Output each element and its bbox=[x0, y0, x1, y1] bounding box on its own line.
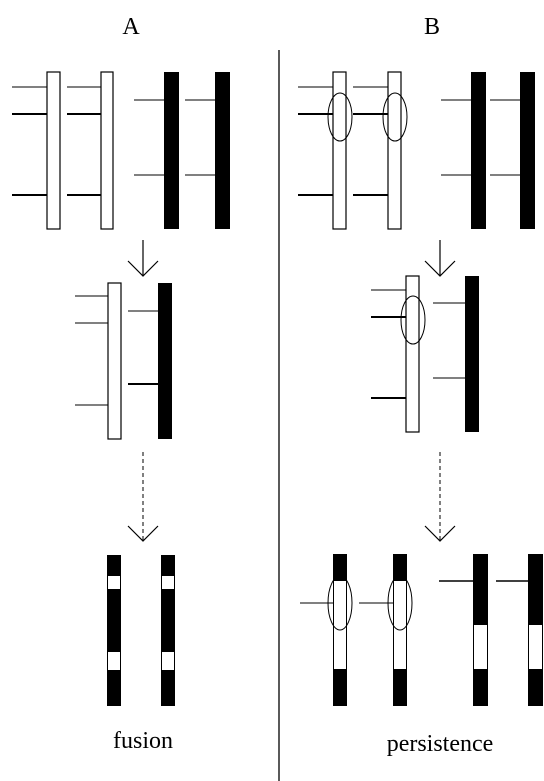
white-band bbox=[162, 576, 174, 589]
white-band bbox=[108, 576, 120, 589]
black-chromosome bbox=[520, 72, 535, 229]
dashed-arrow-down-icon bbox=[424, 452, 456, 542]
white-chromosome bbox=[46, 71, 61, 230]
solid-arrow-down-icon bbox=[127, 240, 159, 277]
circled-region bbox=[327, 575, 353, 631]
panel-b-top-row bbox=[298, 71, 535, 230]
panel-b-label: B bbox=[424, 14, 440, 40]
black-chromosome bbox=[158, 283, 172, 439]
white-chromosome bbox=[107, 282, 122, 440]
white-chromosome bbox=[100, 71, 114, 230]
solid-arrow-down-icon bbox=[424, 240, 456, 277]
white-band bbox=[108, 652, 120, 670]
panel-b: persistence bbox=[298, 71, 543, 757]
white-segment bbox=[529, 625, 542, 669]
black-chromosome bbox=[215, 72, 230, 229]
panel-b-middle-row bbox=[371, 275, 479, 433]
panel-b-bottom-row bbox=[300, 554, 543, 706]
panel-a-caption: fusion bbox=[113, 728, 173, 754]
black-chromosome bbox=[465, 276, 479, 432]
panel-b-caption: persistence bbox=[387, 731, 494, 757]
circled-region bbox=[327, 92, 353, 142]
panel-a: fusion bbox=[12, 71, 230, 754]
black-chromosome bbox=[471, 72, 486, 229]
panel-a-top-row bbox=[12, 71, 230, 230]
white-segment bbox=[474, 625, 487, 669]
white-segment bbox=[394, 581, 406, 669]
circled-region bbox=[387, 575, 413, 631]
panel-a-middle-row bbox=[75, 282, 172, 440]
white-segment bbox=[334, 581, 346, 669]
white-chromosome bbox=[387, 71, 402, 230]
white-band bbox=[162, 652, 174, 670]
white-chromosome bbox=[332, 71, 347, 230]
black-chromosome bbox=[164, 72, 179, 229]
circled-region bbox=[400, 295, 426, 345]
dashed-arrow-down-icon bbox=[127, 452, 159, 542]
panel-a-label: A bbox=[122, 14, 140, 40]
circled-region bbox=[382, 92, 408, 142]
white-chromosome bbox=[405, 275, 420, 433]
panel-a-bottom-row bbox=[107, 555, 175, 706]
